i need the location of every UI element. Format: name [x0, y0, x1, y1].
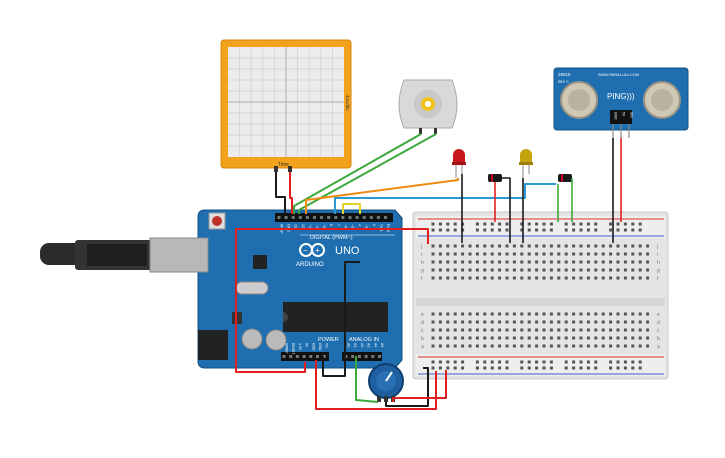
ping-pin-label: GND [614, 112, 618, 120]
arduino-logo: − + [299, 243, 325, 257]
atmega-chip [283, 302, 388, 332]
row-letter: j [420, 244, 422, 250]
digital-pin-label: 2 [372, 224, 376, 226]
wire-motor-green-2[interactable] [298, 133, 437, 214]
wire-scope-black[interactable] [275, 172, 286, 214]
row-letter: h [657, 260, 660, 266]
breadboard-holes [431, 222, 650, 370]
digital-pin-label: ~3 [365, 224, 369, 228]
row-letter: f [421, 276, 423, 282]
digital-pin-label: 12 [301, 224, 305, 228]
arduino-brand: ARDUINO [296, 262, 324, 268]
ping-pin-label: 5V [622, 112, 626, 117]
resistor-2[interactable] [558, 174, 572, 182]
row-letter: j [656, 244, 658, 250]
scope-side-label: 4ms/div [345, 95, 350, 111]
row-letter: i [421, 252, 422, 258]
yellow-led[interactable] [519, 149, 533, 178]
red-led[interactable] [452, 149, 466, 178]
row-letter: c [657, 328, 660, 334]
power-jack [198, 330, 228, 360]
row-letter: g [657, 268, 660, 274]
row-letter: f [657, 276, 659, 282]
wire-motor-green[interactable] [293, 133, 422, 214]
wire-scope-red[interactable] [289, 172, 293, 214]
ping-site: WWW.PARALLAX.COM [598, 73, 639, 77]
oscilloscope[interactable]: Time 4ms/div [220, 39, 352, 172]
digital-pin-label: 7 [336, 224, 340, 226]
analog-pin-label: A3 [367, 343, 371, 347]
usb-port [149, 237, 209, 273]
ping-rev: REV C [558, 80, 569, 84]
row-letter: a [657, 344, 660, 350]
row-letter: d [421, 320, 424, 326]
power-pin-label: 3.3V [298, 343, 302, 351]
row-letter: d [657, 320, 660, 326]
uno-label: UNO [335, 245, 360, 257]
svg-text:+: + [315, 246, 320, 255]
wires[interactable] [235, 133, 622, 410]
digital-pin-label: ~6 [343, 224, 347, 228]
digital-pin-label: ~10 [315, 224, 319, 230]
wire-pot-green[interactable] [355, 356, 379, 403]
svg-text:−: − [303, 246, 308, 255]
digital-pin-label: 4 [358, 224, 362, 226]
analog-pin-label: A1 [353, 343, 357, 347]
ping-model-code: 28015 [558, 72, 571, 77]
analog-pin-label: A4 [373, 343, 377, 347]
power-pin-label: GND [311, 343, 315, 351]
ping-brand: PING))) [607, 92, 635, 101]
digital-pin-label: ~11 [308, 224, 312, 230]
wire-pot-red[interactable] [392, 370, 447, 402]
ping-pin-labels: GND 5V SIG [614, 112, 634, 120]
wire-blue[interactable] [334, 183, 556, 214]
power-pin-label: RESET [291, 343, 295, 354]
digital-pin-label: ~9 [322, 224, 326, 228]
row-letter: i [657, 252, 658, 258]
row-letter: e [421, 312, 424, 318]
row-letter: e [657, 312, 660, 318]
potentiometer[interactable] [368, 363, 404, 402]
row-letter: g [421, 268, 424, 274]
wire-pot-black[interactable] [385, 367, 429, 407]
ping-pin-label: SIG [630, 112, 634, 118]
analog-pin-label: A0 [347, 343, 351, 347]
digital-label: DIGITAL (PWM~) [310, 235, 353, 241]
wire-red-bottom[interactable] [315, 360, 437, 410]
wire-orange[interactable] [305, 178, 459, 214]
power-pin-label: Vin [325, 343, 329, 348]
row-letter: b [657, 336, 660, 342]
analog-label: ANALOG IN [349, 337, 379, 343]
analog-pin-label: A5 [380, 343, 384, 347]
digital-pin-label: TX 1 [379, 224, 383, 232]
digital-pin-label: ~5 [351, 224, 355, 228]
oscilloscope-grid [228, 47, 344, 157]
resistor-1[interactable] [488, 174, 502, 182]
dc-motor[interactable] [398, 79, 458, 134]
digital-header [275, 213, 393, 222]
wire-red-power[interactable] [235, 228, 429, 373]
analog-pin-label: A2 [360, 343, 364, 347]
power-pin-label: IOREF [285, 343, 289, 353]
power-label: POWER [318, 337, 339, 343]
ping-ultrasonic-sensor[interactable]: 28015 REV C WWW.PARALLAX.COM PING))) GND… [553, 67, 689, 138]
row-letter: a [421, 344, 424, 350]
row-letter: b [421, 336, 424, 342]
power-pin-label: GND [318, 343, 322, 351]
row-letter: c [421, 328, 424, 334]
digital-pin-label: 8 [329, 224, 333, 226]
power-pin-label: 5V [305, 343, 309, 348]
row-letter: h [421, 260, 424, 266]
wire-yellow[interactable] [342, 203, 361, 214]
analog-header [342, 352, 382, 361]
wire-black-gnd[interactable] [322, 261, 360, 377]
wire-res1-black[interactable] [502, 177, 511, 243]
digital-pin-label: 13 [294, 224, 298, 228]
scope-time-label: Time [278, 162, 289, 168]
